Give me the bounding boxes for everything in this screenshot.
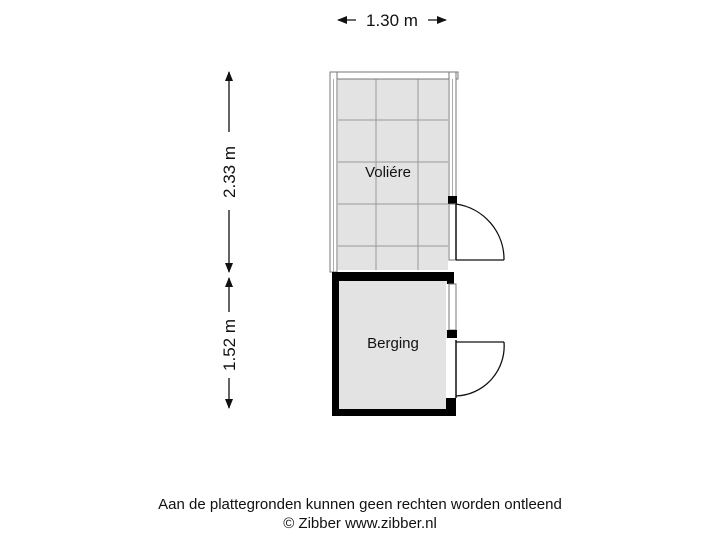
voliere-label: Voliére — [365, 164, 411, 181]
berging-door — [446, 340, 505, 416]
voliere-room: Voliére — [329, 71, 459, 273]
height-bottom-dimension: 1.52 m — [220, 277, 239, 409]
height-top-dimension: 2.33 m — [220, 71, 239, 273]
tile-grid — [338, 78, 448, 270]
berging-label: Berging — [367, 335, 419, 352]
voliere-door — [448, 196, 505, 261]
height-bottom-label: 1.52 m — [220, 319, 239, 371]
width-dimension: 1.30 m — [337, 11, 447, 30]
berging-room: Berging — [332, 272, 457, 416]
copyright-text: © Zibber www.zibber.nl — [283, 515, 437, 532]
width-label: 1.30 m — [366, 11, 418, 30]
disclaimer-text: Aan de plattegronden kunnen geen rechten… — [158, 496, 562, 513]
height-top-label: 2.33 m — [220, 146, 239, 198]
